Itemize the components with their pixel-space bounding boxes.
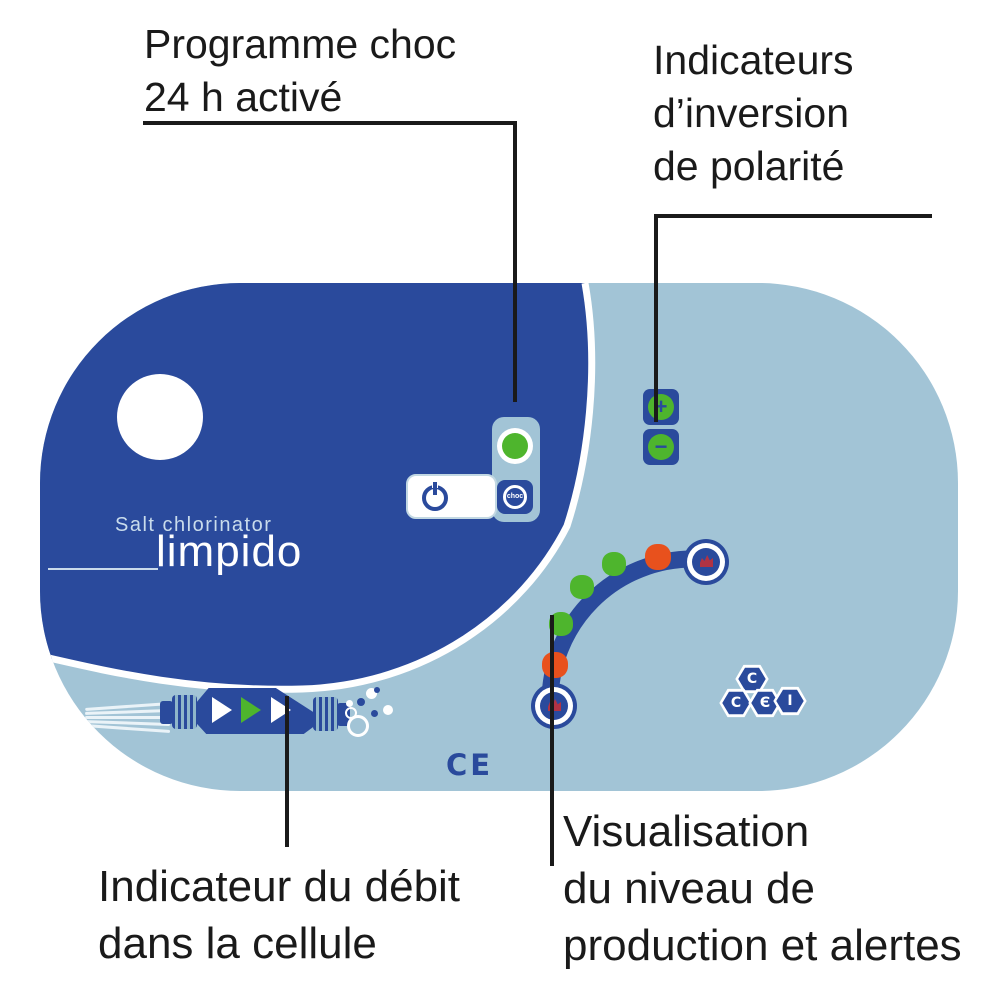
label-line: dans la cellule (98, 919, 377, 968)
label-line: Indicateur du débit (98, 862, 461, 911)
label-line: Indicateurs (653, 37, 854, 83)
logo-letter: Є (751, 691, 779, 715)
logo-letter: C (738, 667, 766, 691)
logo-hexagon: C (735, 664, 769, 694)
label-line: Programme choc (144, 21, 457, 67)
logo-letter: C (722, 691, 750, 715)
pointer-line-debit-v (285, 696, 289, 847)
status-led (502, 433, 528, 459)
bubble (366, 688, 377, 699)
region-divider-curve (40, 283, 596, 693)
flow-triangle-icon (241, 697, 261, 723)
cell-connector-left (172, 695, 197, 729)
choc-cycle-icon: choc (503, 485, 527, 509)
logo-letter: I (776, 689, 804, 713)
plus-icon: + (648, 394, 674, 420)
panel-window-circle (117, 374, 203, 460)
flow-speed-line (85, 716, 170, 719)
choc-button[interactable]: choc (497, 480, 533, 514)
label-line: du niveau de (563, 864, 815, 913)
brand-name: limpido (156, 527, 303, 576)
pointer-line-production-v (550, 615, 554, 866)
production-led (570, 575, 594, 599)
minus-icon: − (648, 434, 674, 460)
production-led (602, 552, 626, 576)
power-icon (422, 480, 448, 511)
logo-hexagon: C (719, 688, 753, 718)
alert-circle-top (683, 539, 729, 585)
polarity-indicator-plus: + (643, 389, 679, 425)
label-line: d’inversion (653, 90, 849, 136)
label-programme-choc: Programme choc 24 h activé (144, 18, 456, 124)
label-line: 24 h activé (144, 74, 343, 120)
power-button[interactable] (406, 474, 497, 519)
label-polarity: Indicateurs d’inversion de polarité (653, 34, 854, 193)
label-production: Visualisation du niveau de production et… (563, 803, 962, 974)
ce-mark: CE (446, 748, 494, 782)
pointer-line-programme-choc-h (143, 121, 517, 125)
bubble (371, 710, 378, 717)
flow-triangle-icon (212, 697, 232, 723)
production-led (542, 652, 568, 678)
label-line: Visualisation (563, 807, 810, 856)
label-line: de polarité (653, 143, 845, 189)
production-led (645, 544, 671, 570)
logo-hexagon: I (773, 686, 807, 716)
chlorinator-panel: Salt chlorinator limpido choc + − (40, 283, 958, 791)
bubble (346, 700, 353, 707)
label-line: production et alertes (563, 921, 962, 970)
alert-circle-bottom (531, 683, 577, 729)
label-debit: Indicateur du débit dans la cellule (98, 858, 460, 972)
bubble (374, 687, 380, 693)
brand-underline (48, 568, 158, 570)
cell-connector-right (313, 697, 338, 731)
bubble (347, 715, 369, 737)
polarity-indicator-minus: − (643, 429, 679, 465)
cell-fitting-left (160, 701, 173, 724)
pointer-line-programme-choc-v (513, 121, 517, 402)
pointer-line-polarity-v (654, 214, 658, 422)
bubble (357, 698, 365, 706)
brand-subtitle: Salt chlorinator (115, 514, 273, 536)
bubble (383, 705, 393, 715)
pointer-line-polarity-h (654, 214, 932, 218)
